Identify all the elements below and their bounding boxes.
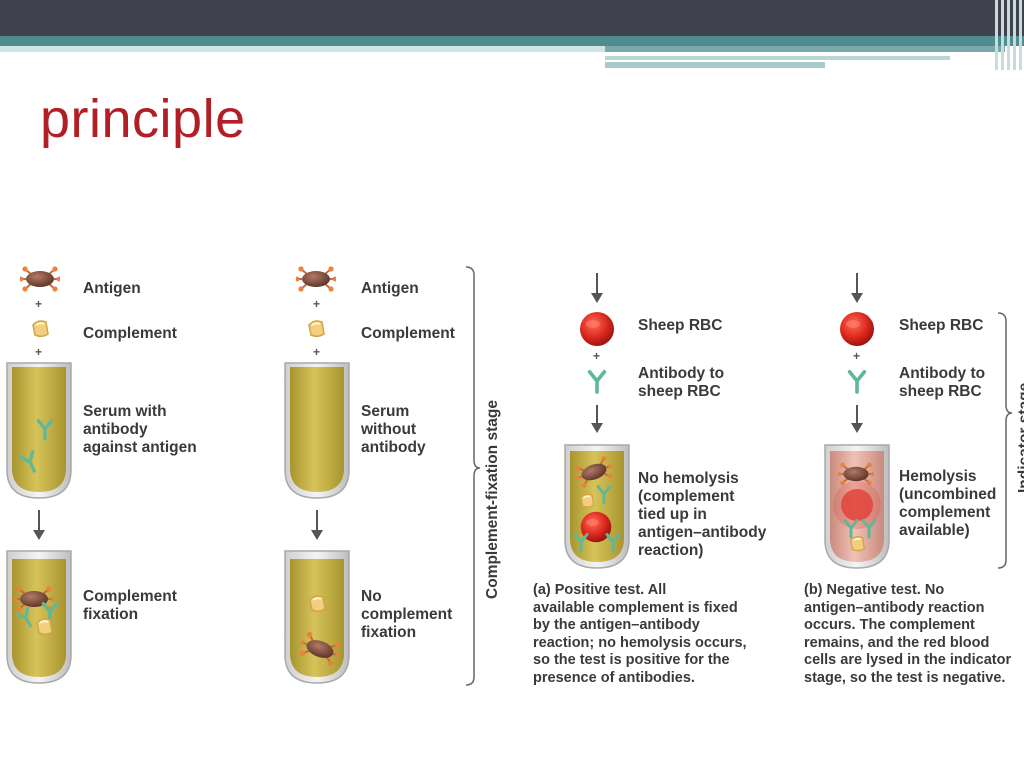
col3-fixed-complement-icon [580, 493, 595, 508]
col2-antigen-icon [296, 265, 336, 293]
col2-free-complement-icon [309, 595, 326, 613]
col1-antigen-icon [20, 265, 60, 293]
teal-band [0, 36, 1024, 46]
col1-result-tube [6, 550, 72, 684]
col2-plus-1: + [313, 297, 321, 311]
col3-antibody-label: Antibody to sheep RBC [638, 365, 725, 400]
col2-serum-label: Serum without antibody [361, 403, 426, 456]
col4-plus: + [853, 349, 861, 363]
fixation-stage-bracket [465, 266, 481, 686]
col3-antibody-icon [587, 369, 607, 394]
col4-rbc-label: Sheep RBC [899, 317, 984, 334]
col2-arrow [311, 510, 323, 540]
col2-plus-2: + [313, 345, 321, 359]
col4-arrow-top [851, 273, 863, 303]
diagram-artwork [6, 265, 1013, 686]
col2-serum-tube [284, 362, 350, 499]
slide-title: principle [40, 89, 246, 149]
fixation-stage-label: Complement-fixation stage [484, 400, 501, 599]
col2-result-label: No complement fixation [361, 588, 453, 641]
col3-arrow-top [591, 273, 603, 303]
col4-antibody-label: Antibody to sheep RBC [899, 365, 986, 400]
complement-fixation-diagram: + + + + + + Antigen Complement Serum wit… [0, 255, 1024, 695]
indicator-stage-bracket [997, 312, 1013, 569]
col1-complement-label: Complement [83, 325, 177, 342]
col4-result-label: Hemolysis (uncombined complement availab… [899, 468, 997, 539]
col3-plus: + [593, 349, 601, 363]
col4-lysing-rbc-icon [841, 489, 873, 521]
col1-serum-tube [6, 362, 72, 499]
accent-band-3 [605, 62, 825, 68]
indicator-stage-label: Indicator stage [1016, 382, 1024, 493]
accent-band-2 [605, 56, 950, 60]
col4-result-tube [824, 444, 890, 569]
col3-rbc-label: Sheep RBC [638, 317, 723, 334]
col3-result-label: No hemolysis (complement tied up in anti… [638, 470, 767, 559]
light-band [0, 46, 605, 52]
accent-band-1 [605, 46, 1005, 52]
col1-plus-2: + [35, 345, 43, 359]
col2-complement-icon [308, 320, 325, 338]
col1-serum-label: Serum with antibody against antigen [83, 403, 197, 456]
col3-arrow-mid [591, 405, 603, 433]
col1-fixed-complement-icon [36, 618, 53, 636]
caption-positive-test: (a) Positive test. All available complem… [533, 582, 747, 686]
col4-arrow-mid [851, 405, 863, 433]
col2-complement-label: Complement [361, 325, 455, 342]
caption-negative-test: (b) Negative test. No antigen–antibody r… [804, 582, 1012, 686]
col2-antigen-label: Antigen [361, 280, 419, 297]
col3-result-tube [564, 444, 630, 569]
col1-antigen-label: Antigen [83, 280, 141, 297]
col1-plus-1: + [35, 297, 43, 311]
col1-result-label: Complement fixation [83, 588, 177, 623]
col4-free-complement-icon [849, 535, 866, 552]
col4-sheep-rbc-icon [840, 312, 874, 346]
col4-antibody-icon [847, 369, 867, 394]
col1-complement-icon [32, 320, 49, 338]
col1-arrow [33, 510, 45, 540]
top-bar [0, 0, 1024, 36]
col3-sheep-rbc-icon [580, 312, 614, 346]
col2-result-tube [284, 550, 350, 684]
corner-stripes [993, 0, 1024, 70]
